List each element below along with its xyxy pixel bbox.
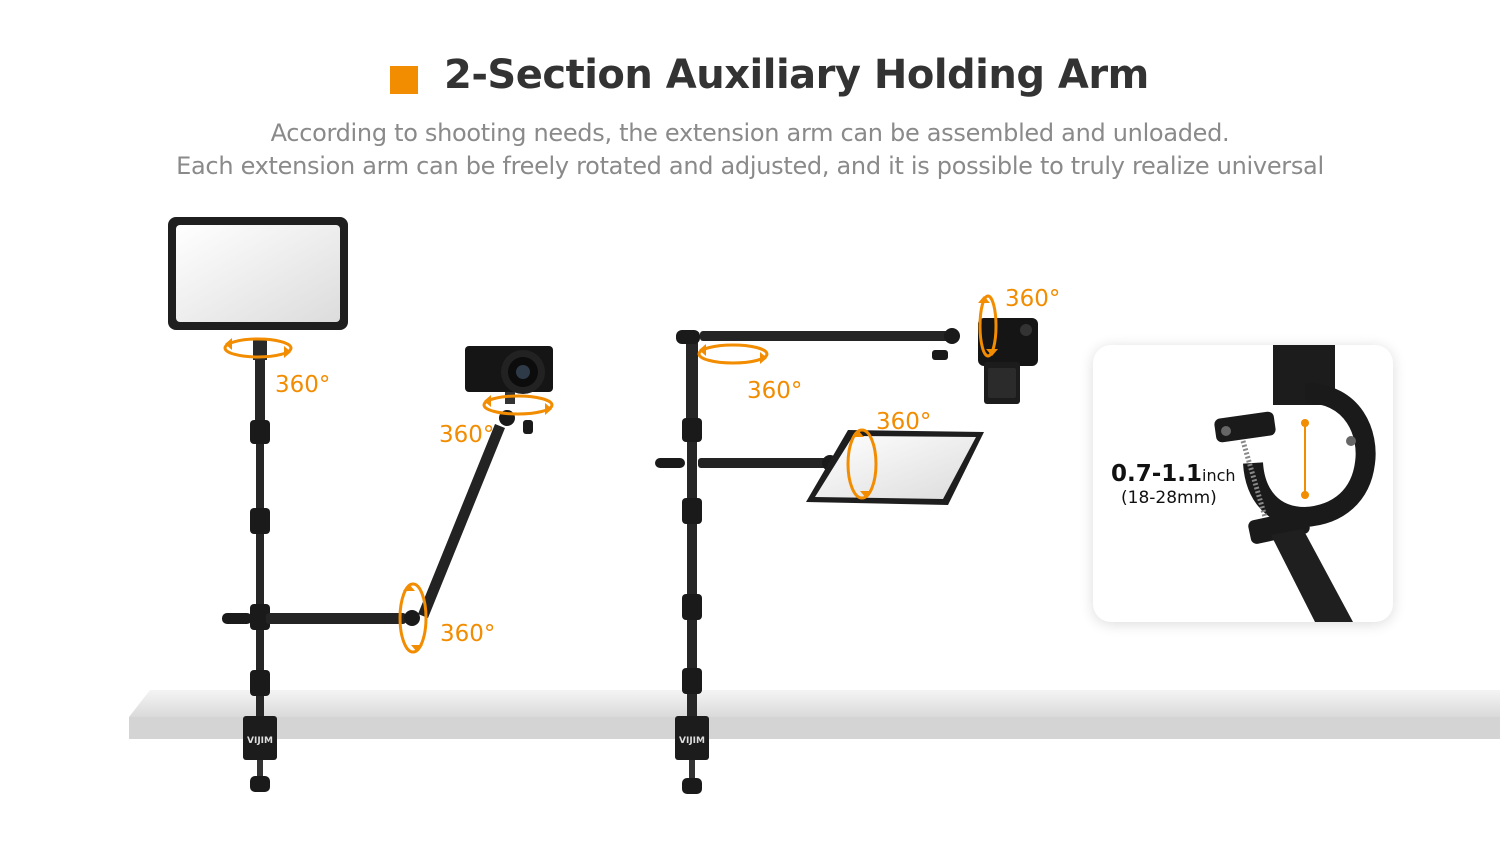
title-row: 2-Section Auxiliary Holding Arm xyxy=(0,52,1500,108)
clamp-range-mm: (18-28mm) xyxy=(1121,488,1217,508)
subtitle-line-1: According to shooting needs, the extensi… xyxy=(270,119,1230,147)
title-accent-square xyxy=(390,66,418,94)
led-light-panel xyxy=(806,430,984,505)
brand-logo: VIJIM xyxy=(247,736,273,746)
subtitle-line-2: Each extension arm can be freely rotated… xyxy=(176,152,1324,180)
rotation-label-panel: 360° xyxy=(876,409,931,435)
rotation-label-arm-joint: 360° xyxy=(440,621,495,647)
rotation-label-top-arm: 360° xyxy=(747,378,802,404)
rotation-arrow-icon xyxy=(697,294,998,500)
clamp-range-inch-value: 0.7-1.1 xyxy=(1111,461,1203,487)
desk-clamp: VIJIM xyxy=(243,716,277,792)
brand-logo: VIJIM xyxy=(679,736,705,746)
desk-clamp: VIJIM xyxy=(675,716,709,794)
rotation-arrow-icon xyxy=(223,337,554,654)
clamp-detail-card: 0.7-1.1inch (18-28mm) xyxy=(1093,345,1393,622)
desk xyxy=(129,690,1500,739)
rotation-label-light: 360° xyxy=(275,372,330,398)
rotation-arrowheads xyxy=(225,338,552,652)
camera xyxy=(465,346,553,404)
rotation-arrowheads xyxy=(699,296,998,498)
left-stand: VIJIM xyxy=(168,217,553,792)
clamp-ring-illustration xyxy=(1214,345,1376,622)
clamp-range-inch: 0.7-1.1inch xyxy=(1111,461,1236,487)
clamp-range-inch-unit: inch xyxy=(1202,466,1236,485)
camera xyxy=(978,318,1038,404)
page-title: 2-Section Auxiliary Holding Arm xyxy=(444,52,1149,98)
rotation-label-top-camera: 360° xyxy=(1005,286,1060,312)
rotation-label-camera: 360° xyxy=(439,422,494,448)
led-light-panel xyxy=(168,217,348,330)
